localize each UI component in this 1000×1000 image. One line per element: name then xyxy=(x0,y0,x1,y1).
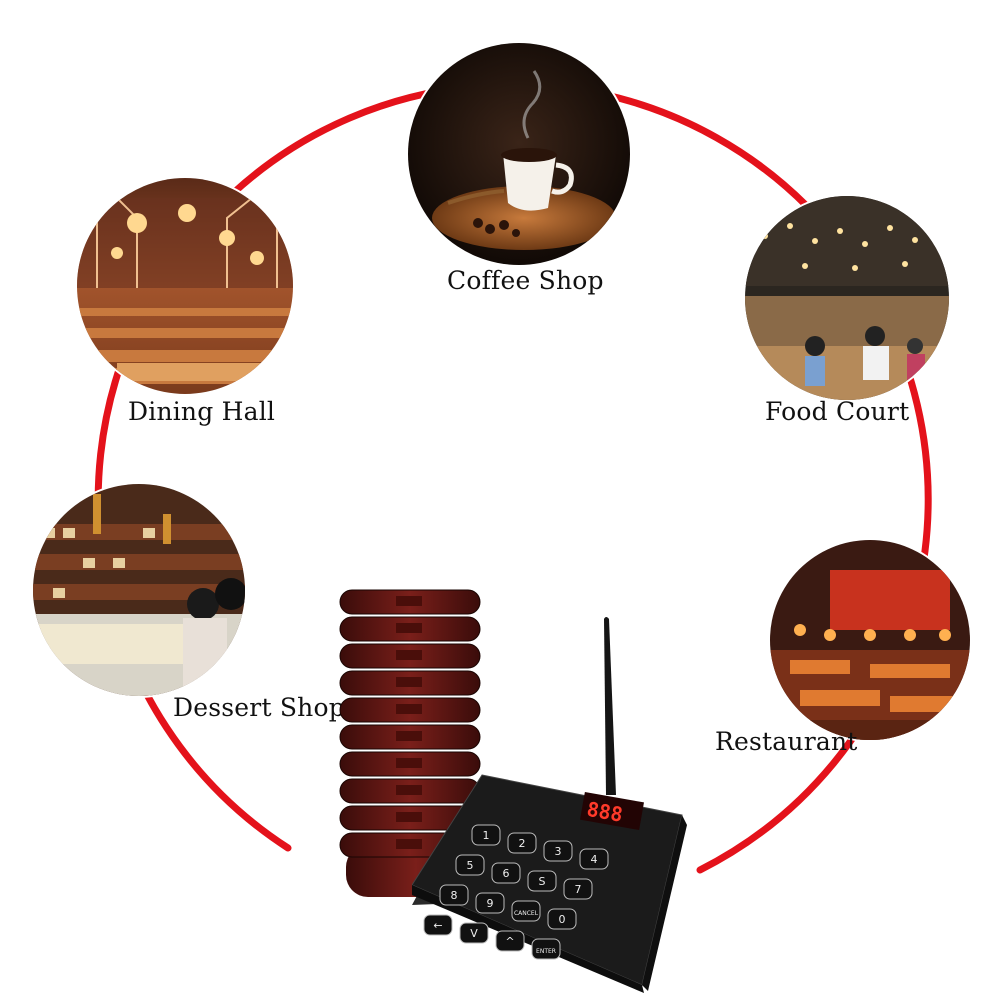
pager-display xyxy=(396,677,422,687)
keypad-key: 9 xyxy=(475,892,505,914)
keypad-key: 3 xyxy=(543,840,573,862)
keypad-key: ← xyxy=(423,914,453,936)
keypad-key: 1 xyxy=(471,824,501,846)
keypad-key-label: V xyxy=(470,927,478,940)
dessert-shop-label: Dessert Shop xyxy=(173,693,345,722)
restaurant-label: Restaurant xyxy=(715,727,858,756)
food-court-photo xyxy=(745,196,949,400)
keypad-key: CANCEL xyxy=(511,900,541,922)
dessert-shop-photo xyxy=(33,484,245,696)
pager-display xyxy=(396,839,422,849)
coffee-shop-photo xyxy=(408,43,630,265)
food-court-label: Food Court xyxy=(765,397,910,426)
keypad-key-label: ← xyxy=(433,919,442,932)
keypad-key: 7 xyxy=(563,878,593,900)
keypad-key: 2 xyxy=(507,832,537,854)
keypad-key-label: 0 xyxy=(559,913,566,926)
pager-display xyxy=(396,596,422,606)
pager-display xyxy=(396,785,422,795)
keypad-key: S xyxy=(527,870,557,892)
pager-display xyxy=(396,758,422,768)
keypad-key-label: CANCEL xyxy=(514,910,539,917)
keypad-key-label: 2 xyxy=(519,837,526,850)
keypad-key-label: 4 xyxy=(591,853,598,866)
keypad-key-label: S xyxy=(539,875,546,888)
keypad-key-label: ^ xyxy=(505,935,514,948)
coffee-shop-label: Coffee Shop xyxy=(447,266,604,295)
keypad-key: ^ xyxy=(495,930,525,952)
keypad-key: 4 xyxy=(579,848,609,870)
keypad-key: V xyxy=(459,922,489,944)
keypad-key: ENTER xyxy=(531,938,561,960)
keypad-key-label: 3 xyxy=(555,845,562,858)
keypad-key-label: 7 xyxy=(575,883,582,896)
pager-display xyxy=(396,704,422,714)
keypad-key-label: 8 xyxy=(451,889,458,902)
keypad-key: 8 xyxy=(439,884,469,906)
dining-hall-label: Dining Hall xyxy=(128,397,276,426)
pager-display xyxy=(396,623,422,633)
pager-display xyxy=(396,812,422,822)
pager-display xyxy=(396,731,422,741)
pager-display xyxy=(396,650,422,660)
keypad-key-label: ENTER xyxy=(536,948,556,955)
keypad-key-label: 5 xyxy=(467,859,474,872)
keypad-key: 0 xyxy=(547,908,577,930)
antenna xyxy=(604,617,616,795)
keypad-key-label: 9 xyxy=(487,897,494,910)
keypad-key-label: 6 xyxy=(503,867,510,880)
keypad-key: 6 xyxy=(491,862,521,884)
keypad-key-label: 1 xyxy=(483,829,490,842)
keypad-key: 5 xyxy=(455,854,485,876)
restaurant-photo xyxy=(770,540,970,740)
dining-hall-photo xyxy=(77,178,293,394)
